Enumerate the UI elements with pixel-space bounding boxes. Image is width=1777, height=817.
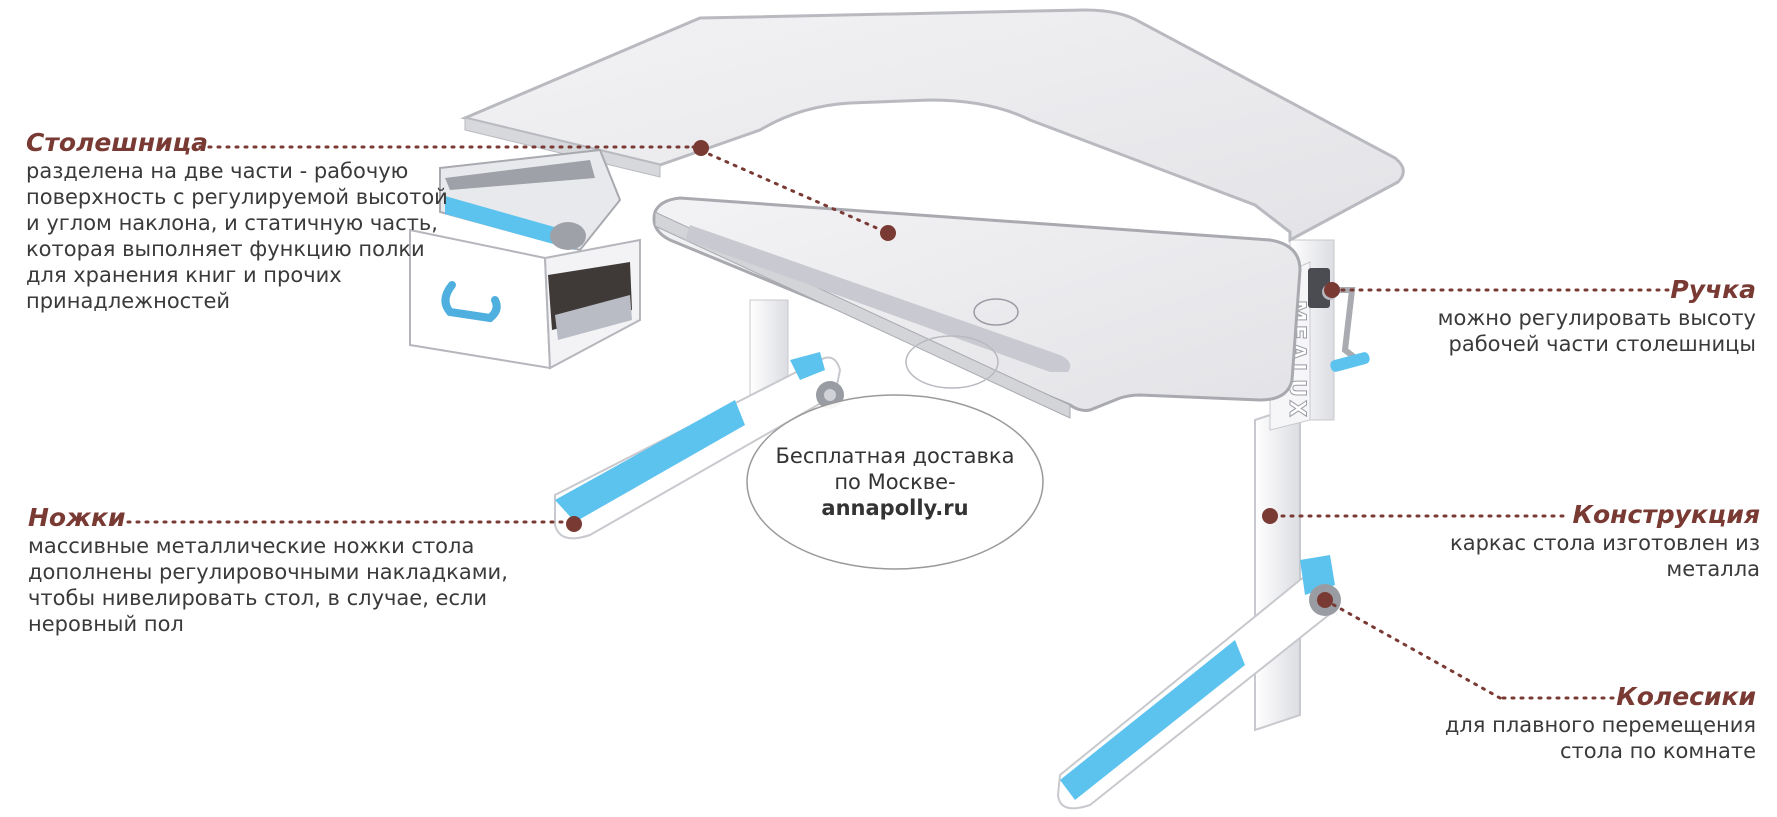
promo-line-1: Бесплатная доставка bbox=[775, 444, 1015, 468]
callout-legs-body: массивные металлические ножки стола допо… bbox=[28, 534, 508, 636]
callout-legs: Ножки массивные металлические ножки стол… bbox=[28, 503, 538, 637]
callout-frame-title: Конструкция bbox=[1572, 500, 1760, 529]
lens-ring bbox=[905, 335, 999, 389]
callout-handle-title: Ручка bbox=[1670, 275, 1756, 304]
callout-handle-body: можно регулировать высоту рабочей части … bbox=[1437, 306, 1756, 356]
promo-bubble bbox=[746, 394, 1044, 570]
leader-lines bbox=[126, 145, 1670, 700]
marker-dots bbox=[566, 140, 1340, 608]
book-stopper-bar bbox=[685, 225, 1071, 372]
cup-ring-marker bbox=[973, 298, 1019, 326]
callout-frame-body: каркас стола изготовлен из металла bbox=[1450, 531, 1760, 581]
callout-wheels-body: для плавного перемещения стола по комнат… bbox=[1444, 713, 1756, 763]
promo-site-link[interactable]: annapolly.ru bbox=[821, 496, 969, 520]
front-left-leg bbox=[554, 299, 844, 540]
static-tabletop-shelf bbox=[460, 8, 1405, 243]
callout-wheels: Колесики для плавного перемещения стола … bbox=[1420, 682, 1756, 764]
callout-handle: Ручка можно регулировать высоту рабочей … bbox=[1410, 275, 1756, 357]
callout-legs-title: Ножки bbox=[28, 503, 126, 532]
callout-tabletop: Столешница разделена на две части - рабо… bbox=[26, 128, 456, 314]
promo-line-2: по Москве- bbox=[834, 470, 956, 494]
drawer bbox=[409, 228, 641, 370]
callout-tabletop-title: Столешница bbox=[26, 128, 209, 157]
callout-frame: Конструкция каркас стола изготовлен из м… bbox=[1440, 500, 1760, 582]
callout-tabletop-body: разделена на две части - рабочую поверхн… bbox=[26, 159, 448, 313]
promo-text: Бесплатная доставка по Москве- annapolly… bbox=[747, 394, 1043, 570]
callout-wheels-title: Колесики bbox=[1616, 682, 1756, 711]
pencil-tray bbox=[439, 148, 622, 252]
